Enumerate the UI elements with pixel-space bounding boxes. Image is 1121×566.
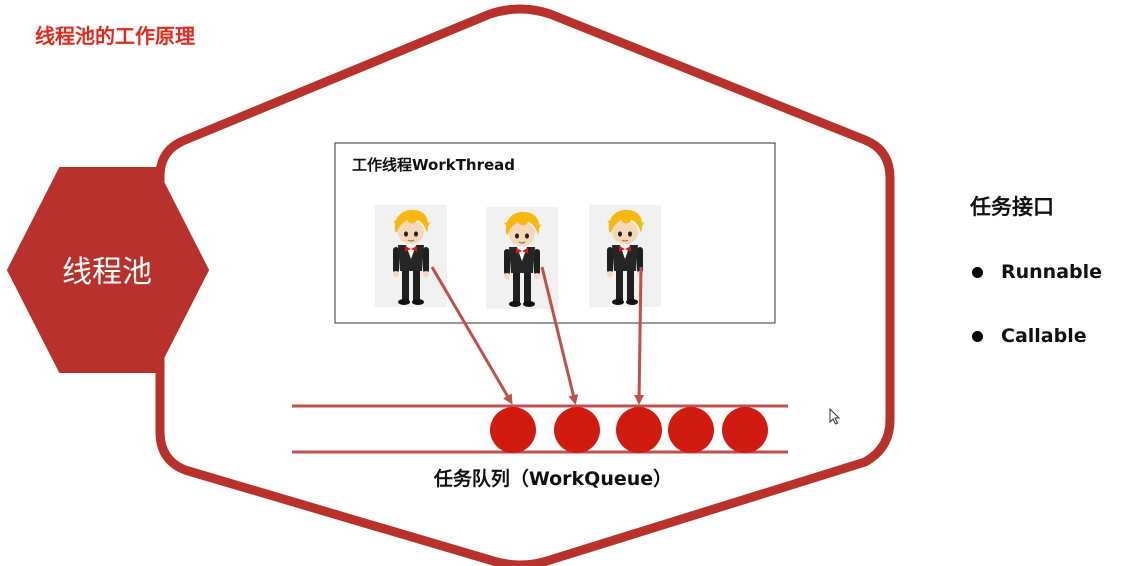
mouse-cursor-icon bbox=[829, 408, 841, 425]
worker-1-to-task-arrow bbox=[430, 266, 513, 405]
task-interface-item-callable: Callable bbox=[970, 322, 1087, 350]
task-1-icon bbox=[490, 407, 536, 453]
bullet-icon bbox=[972, 330, 983, 342]
work-thread-label: 工作线程WorkThread bbox=[352, 156, 515, 174]
task-5-icon bbox=[722, 407, 768, 453]
worker-1-icon bbox=[374, 204, 448, 308]
thread-pool-badge bbox=[7, 167, 209, 373]
worker-2-to-task-arrow bbox=[540, 266, 579, 405]
worker-3-icon bbox=[588, 204, 662, 308]
bullet-icon bbox=[972, 266, 983, 278]
task-interface-title: 任务接口 bbox=[970, 195, 1054, 219]
task-2-icon bbox=[554, 407, 600, 453]
slide-title: 线程池的工作原理 bbox=[35, 24, 195, 48]
thread-pool-label: 线程池 bbox=[62, 255, 152, 290]
task-interface-item-runnable: Runnable bbox=[970, 258, 1102, 286]
work-queue-label: 任务队列（WorkQueue） bbox=[433, 467, 672, 490]
task-4-icon bbox=[668, 407, 714, 453]
worker-3-to-task-arrow bbox=[634, 266, 645, 405]
task-interface-item-label: Runnable bbox=[1001, 261, 1103, 283]
task-interface-item-label: Callable bbox=[1001, 325, 1087, 347]
task-3-icon bbox=[616, 407, 662, 453]
